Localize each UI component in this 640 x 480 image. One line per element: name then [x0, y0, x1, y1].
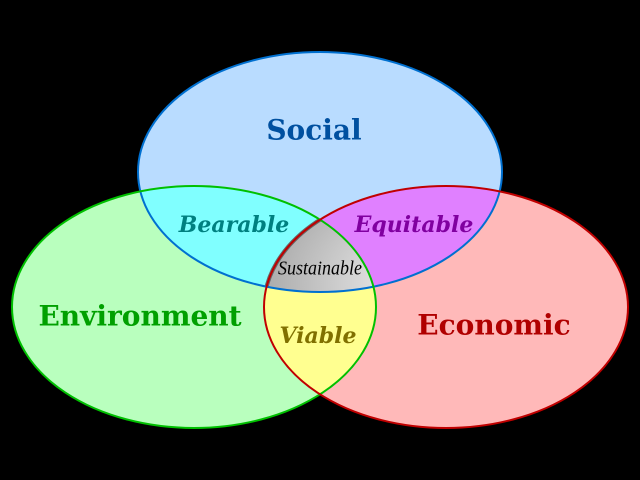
social-outline: [137, 51, 503, 293]
environment-label: Environment: [38, 300, 241, 333]
viable-label: Viable: [279, 323, 356, 349]
economic-label: Economic: [417, 309, 570, 342]
environment-outline: [11, 185, 377, 429]
economic-outline: [263, 185, 629, 429]
equitable-label: Equitable: [354, 212, 474, 238]
bearable-region: [138, 186, 376, 292]
social-label: Social: [266, 114, 361, 147]
equitable-region: [264, 186, 502, 292]
sustainable-label: Sustainable: [278, 258, 362, 280]
bearable-label: Bearable: [178, 212, 289, 238]
